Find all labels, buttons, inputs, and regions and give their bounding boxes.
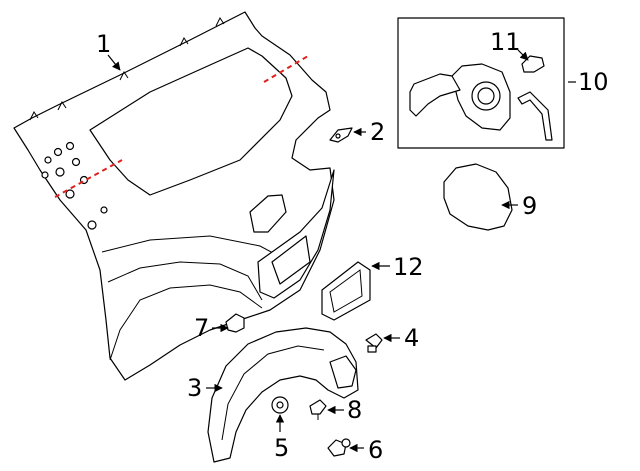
- callout-12: 12: [393, 253, 424, 281]
- fuel-door-housing-box: [397, 17, 565, 149]
- cut-line-lower: [54, 159, 123, 198]
- quarter-panel-part: [13, 11, 335, 381]
- callout-1: 1: [96, 30, 111, 58]
- callout-11: 11: [490, 28, 521, 56]
- wheel-liner-part: [207, 327, 359, 463]
- leader-11: [517, 49, 529, 61]
- callout-8: 8: [347, 396, 362, 424]
- callout-6: 6: [368, 436, 383, 464]
- leader-1: [107, 54, 121, 71]
- fuel-door-part: [443, 163, 513, 231]
- nut-part-5: [271, 396, 289, 414]
- push-pin-part-8: [309, 399, 327, 420]
- callout-10: 10: [578, 68, 609, 96]
- callout-2: 2: [370, 118, 385, 146]
- callout-7: 7: [194, 314, 209, 342]
- bracket-part-2: [329, 127, 353, 143]
- callout-5: 5: [274, 434, 289, 462]
- callout-9: 9: [522, 192, 537, 220]
- seal-part-12: [321, 261, 371, 321]
- rivet-part-6: [327, 438, 351, 457]
- callout-3: 3: [187, 374, 202, 402]
- screw-part-4: [365, 333, 383, 353]
- callout-4: 4: [404, 324, 419, 352]
